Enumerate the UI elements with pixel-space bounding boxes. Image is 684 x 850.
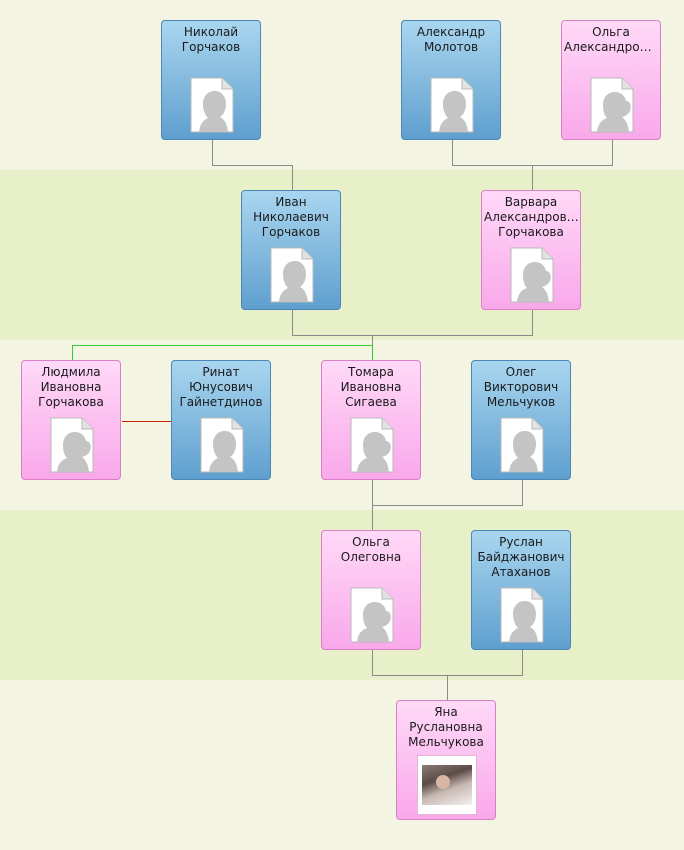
person-name: Ольга Александров… — [564, 25, 658, 54]
person-card-tomara[interactable]: Томара Ивановна Сигаева — [321, 360, 421, 480]
male-silhouette-icon — [270, 247, 314, 303]
couple-line-tomara-oleg — [372, 480, 523, 506]
person-card-ivan[interactable]: Иван Николаевич Горчаков — [241, 190, 341, 310]
person-name: Олег Викторович Мельчуков — [483, 365, 559, 409]
couple-line-ivan-varvara — [292, 310, 533, 336]
person-name: Ринат Юнусович Гайнетдинов — [179, 365, 263, 409]
person-name: Александр Молотов — [416, 25, 486, 54]
parent-line-nikolai-ivan — [212, 140, 293, 190]
person-card-olga-o[interactable]: Ольга Олеговна — [321, 530, 421, 650]
person-name: Томара Ивановна Сигаева — [340, 365, 402, 409]
sibling-line-lyudmila-tomara — [72, 345, 373, 360]
couple-line-olga-ruslan — [372, 650, 523, 676]
person-card-yana[interactable]: Яна Руслановна Мельчукова — [396, 700, 496, 820]
male-silhouette-icon — [190, 77, 234, 133]
couple-line-aleksandr-olga — [452, 140, 613, 166]
person-name: Ольга Олеговна — [340, 535, 402, 564]
male-silhouette-icon — [200, 417, 244, 473]
generation-band-5 — [0, 680, 684, 850]
female-silhouette-icon — [350, 417, 394, 473]
person-name: Варвара Александров… Горчакова — [484, 195, 578, 239]
person-card-aleksandr[interactable]: Александр Молотов — [401, 20, 501, 140]
person-card-nikolai[interactable]: Николай Горчаков — [161, 20, 261, 140]
photo-image — [422, 765, 472, 805]
female-silhouette-icon — [50, 417, 94, 473]
person-card-rinat[interactable]: Ринат Юнусович Гайнетдинов — [171, 360, 271, 480]
female-silhouette-icon — [590, 77, 634, 133]
male-silhouette-icon — [430, 77, 474, 133]
person-name: Людмила Ивановна Горчакова — [38, 365, 104, 409]
person-card-oleg[interactable]: Олег Викторович Мельчуков — [471, 360, 571, 480]
male-silhouette-icon — [500, 417, 544, 473]
female-silhouette-icon — [510, 247, 554, 303]
photo-face — [436, 775, 450, 789]
person-name: Яна Руслановна Мельчукова — [408, 705, 484, 749]
female-silhouette-icon — [350, 587, 394, 643]
male-silhouette-icon — [500, 587, 544, 643]
person-photo — [417, 755, 477, 815]
person-card-ruslan[interactable]: Руслан Байджанович Атаханов — [471, 530, 571, 650]
person-name: Руслан Байджанович Атаханов — [477, 535, 565, 579]
person-name: Иван Николаевич Горчаков — [253, 195, 329, 239]
person-name: Николай Горчаков — [181, 25, 241, 54]
person-card-lyudmila[interactable]: Людмила Ивановна Горчакова — [21, 360, 121, 480]
person-card-varvara[interactable]: Варвара Александров… Горчакова — [481, 190, 581, 310]
person-card-olga-a[interactable]: Ольга Александров… — [561, 20, 661, 140]
